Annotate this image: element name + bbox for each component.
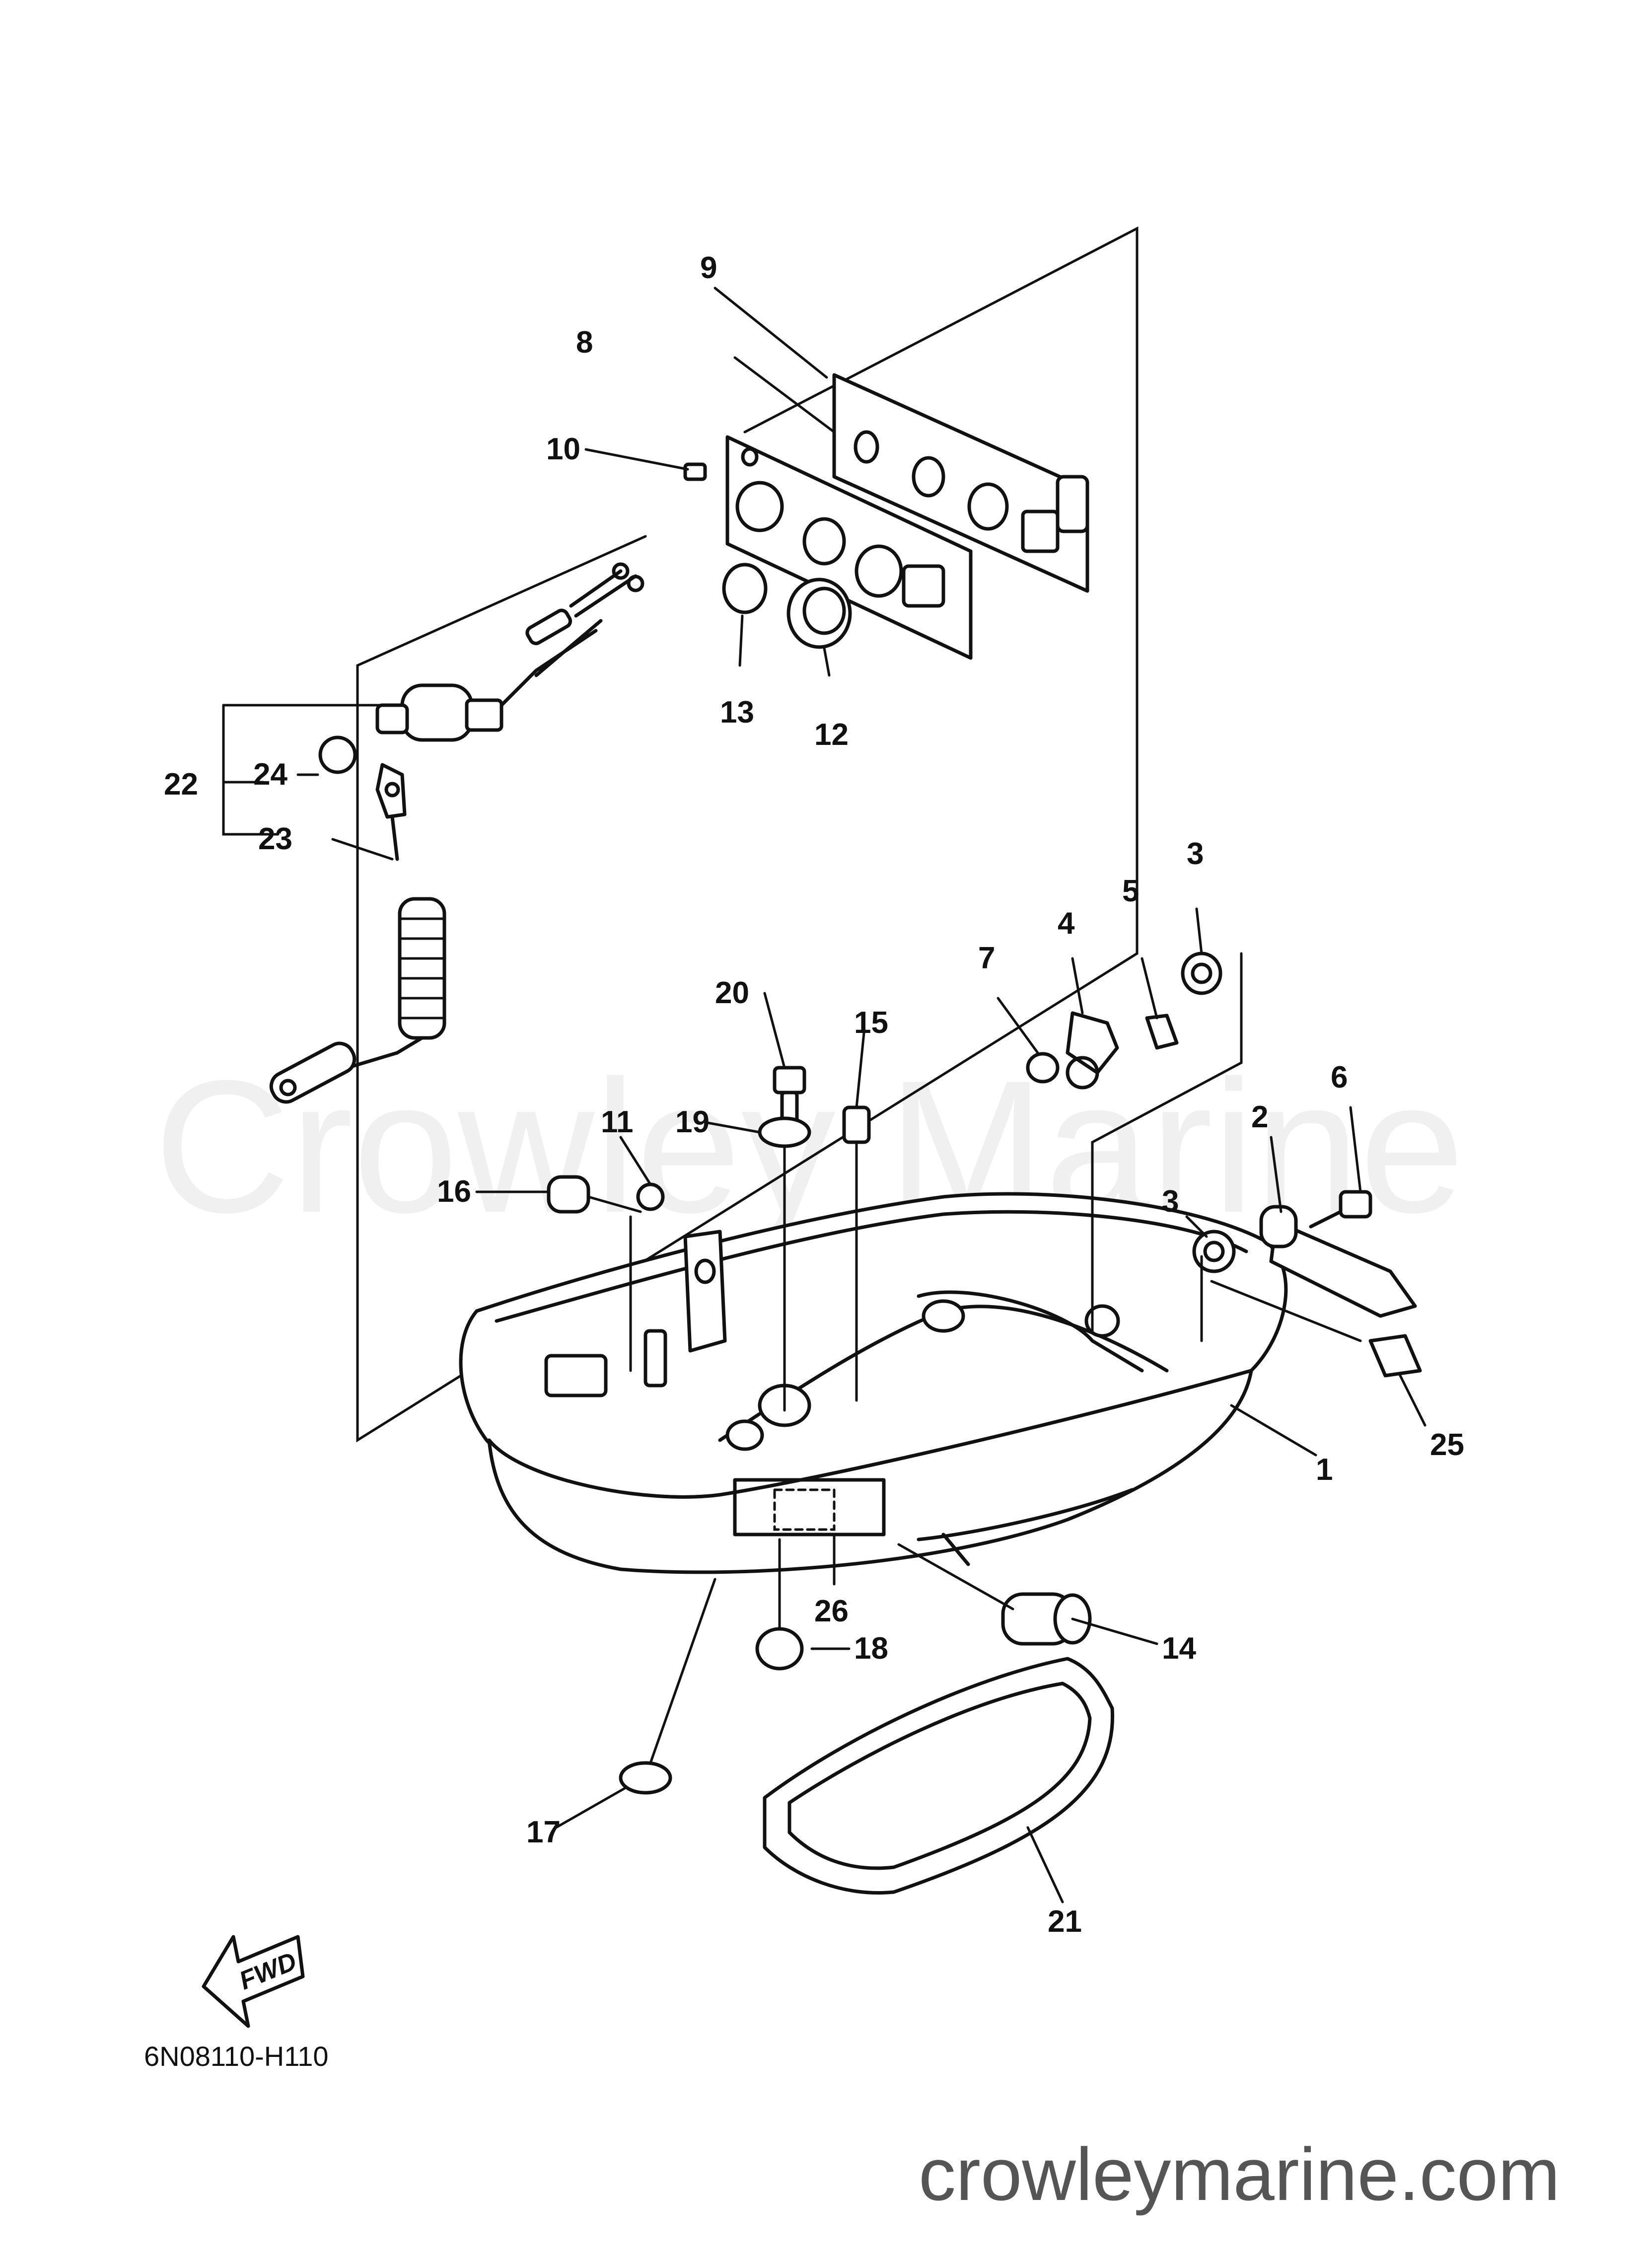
callout-9: 9 <box>700 251 717 285</box>
callout-12: 12 <box>814 718 849 752</box>
callout-24: 24 <box>253 757 287 792</box>
callout-14: 14 <box>1162 1631 1196 1666</box>
callout-3: 3 <box>1187 837 1204 871</box>
callout-17: 17 <box>526 1815 561 1849</box>
site-url: crowleymarine.com <box>919 2132 1560 2216</box>
callout-22: 22 <box>164 767 198 802</box>
callout-2: 2 <box>1251 1100 1268 1134</box>
fwd-direction-arrow: FWD <box>202 1935 305 2028</box>
bottom-cowling <box>459 1192 1317 1574</box>
callout-6: 6 <box>1331 1060 1348 1095</box>
callout-3: 3 <box>1162 1184 1179 1219</box>
callout-23: 23 <box>258 822 292 856</box>
callout-20: 20 <box>715 976 749 1010</box>
callout-15: 15 <box>854 1006 888 1040</box>
small-parts <box>547 951 1422 1895</box>
callout-13: 13 <box>720 695 754 730</box>
callout-5: 5 <box>1122 874 1139 908</box>
callout-8: 8 <box>576 325 593 360</box>
drawing-number: 6N08110-H110 <box>144 2041 329 2072</box>
callout-7: 7 <box>978 941 995 975</box>
watermark: Crowley Marine <box>154 1041 1465 1253</box>
callout-labels: 1 2 3 3 4 5 6 7 8 9 10 11 12 13 14 15 16… <box>164 251 1464 1939</box>
callout-leaders <box>222 287 1427 1903</box>
callout-16: 16 <box>437 1174 471 1209</box>
callout-11: 11 <box>601 1105 634 1139</box>
callout-26: 26 <box>814 1594 849 1628</box>
callout-18: 18 <box>854 1631 888 1666</box>
callout-10: 10 <box>546 432 580 466</box>
callout-21: 21 <box>1048 1904 1082 1939</box>
callout-25: 25 <box>1430 1428 1464 1462</box>
callout-1: 1 <box>1316 1453 1333 1487</box>
switch-panel-assembly <box>269 226 1139 1443</box>
callout-4: 4 <box>1058 906 1075 941</box>
callout-19: 19 <box>675 1105 710 1139</box>
